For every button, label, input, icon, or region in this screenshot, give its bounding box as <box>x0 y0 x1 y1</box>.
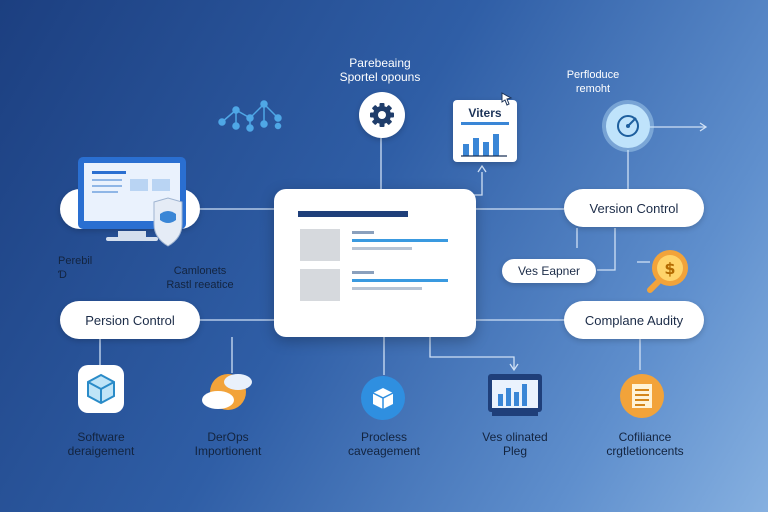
software-label-line-2: deraigement <box>67 444 135 458</box>
process-label-line-1: Procless <box>360 430 407 444</box>
devops-label-line-2: Importionent <box>194 444 262 458</box>
ves-eapner-label: Ves Eapner <box>517 264 581 278</box>
monitor-chart-icon <box>488 374 542 416</box>
central-dashboard-card <box>274 189 476 337</box>
settings-node <box>359 92 405 138</box>
top-right-caption: Perfloduce remoht <box>548 68 638 96</box>
version-control-pill: Version Control <box>564 189 704 227</box>
top-caption: Parebeaing Sportel opouns <box>320 56 440 84</box>
compliance-label-line-2: crgtletioncents <box>606 444 684 458</box>
ves-eapner-tag: Ves Eapner <box>502 259 596 283</box>
software-label: Software deraigement <box>48 430 154 458</box>
gear-icon <box>370 103 394 127</box>
mid-left-label-line-2: Rastl reeatice <box>166 279 234 291</box>
devops-label-line-1: DerOps <box>207 430 249 444</box>
top-right-caption-line-2: remoht <box>575 83 611 95</box>
top-right-caption-line-1: Perfloduce <box>566 69 620 81</box>
software-label-line-1: Software <box>77 430 125 444</box>
svg-text:$: $ <box>664 259 675 278</box>
dashboard-thumb-1 <box>300 229 340 261</box>
target-icon <box>617 115 639 137</box>
dashboard-line <box>352 287 422 290</box>
dashboard-line <box>352 271 374 274</box>
version-control-label: Version Control <box>589 200 679 216</box>
process-label-line-2: caveagement <box>347 444 421 458</box>
persion-control-label: Persion Control <box>85 312 175 328</box>
software-node <box>78 365 124 413</box>
compliance-label-line-1: Cofiliance <box>618 430 672 444</box>
compliance-audit-pill: Complane Audity <box>564 301 704 339</box>
left-small-label-line-2: Ɗ <box>58 269 67 281</box>
mid-left-label-line-1: Camlonets <box>173 265 227 277</box>
mid-left-label: Camlonets Rastl reeatice <box>158 264 242 292</box>
cube-icon <box>87 373 115 405</box>
dashboard-line <box>352 231 374 234</box>
visitors-card-underline <box>461 122 509 125</box>
left-small-label: Perebil Ɗ <box>58 254 92 282</box>
box-icon <box>372 388 394 409</box>
ves-plan-label-line-2: Pleg <box>502 444 528 458</box>
top-caption-line-1: Parebeaing <box>349 56 411 70</box>
ves-plan-label: Ves olinated Pleg <box>462 430 568 458</box>
cloud-sun-icon <box>202 374 252 410</box>
target-node <box>606 104 650 148</box>
process-node <box>361 376 405 420</box>
visitors-card: Viters <box>453 100 517 162</box>
dashboard-title-bar <box>298 211 408 217</box>
dashboard-thumb-2 <box>300 269 340 301</box>
left-small-label-line-1: Perebil <box>58 255 93 267</box>
cursor-icon <box>501 92 513 106</box>
dashboard-line <box>352 247 412 250</box>
network-icon <box>218 100 282 132</box>
compliance-audit-label: Complane Audity <box>584 312 684 328</box>
ves-plan-label-line-1: Ves olinated <box>482 430 548 444</box>
compliance-label: Cofiliance crgtletioncents <box>590 430 700 458</box>
dashboard-line <box>352 239 448 242</box>
devops-label: DerOps Importionent <box>176 430 280 458</box>
shield-document-icon <box>620 374 664 418</box>
top-caption-line-2: Sportel opouns <box>339 70 421 84</box>
coin-icon: $ <box>647 250 688 293</box>
process-label: Procless caveagement <box>328 430 440 458</box>
persion-control-pill: Persion Control <box>60 301 200 339</box>
dashboard-line <box>352 279 448 282</box>
visitors-card-title: Viters <box>468 106 502 120</box>
bar-chart-icon <box>461 134 507 157</box>
shield-icon <box>153 197 183 247</box>
